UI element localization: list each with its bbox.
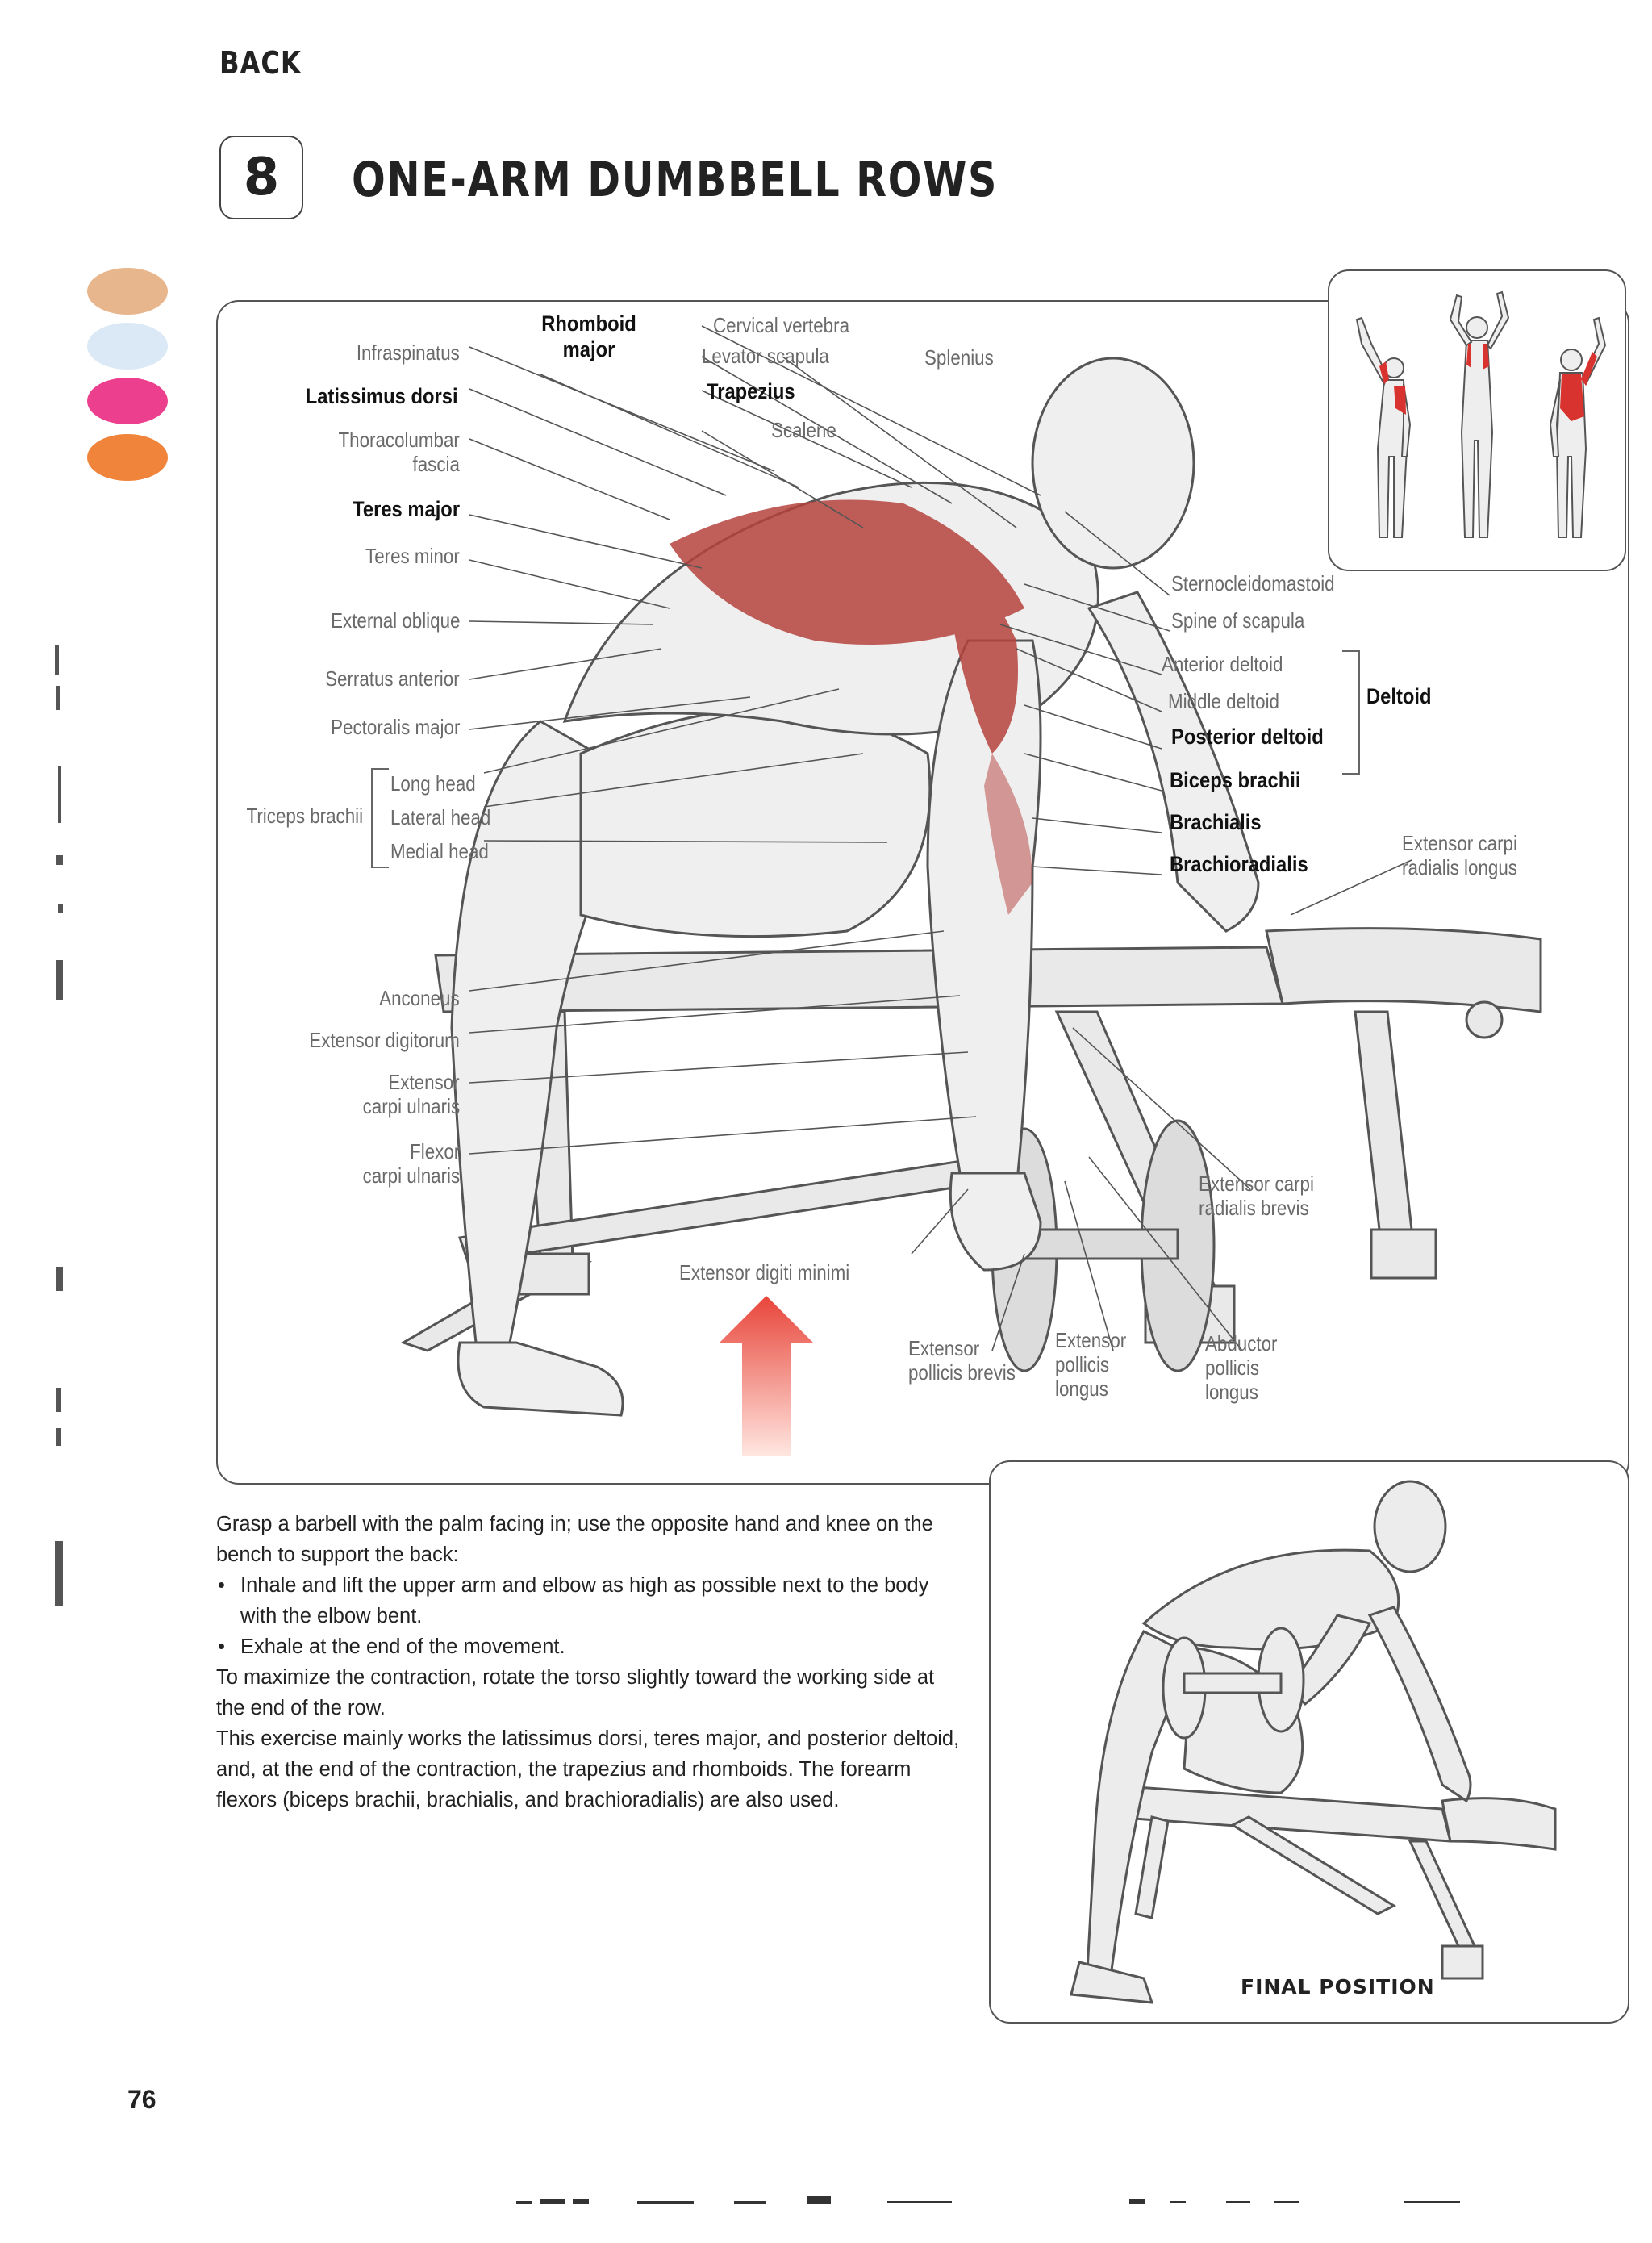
deltoid-bracket	[1342, 650, 1360, 775]
label-sternocleidomastoid: Sternocleidomastoid	[1171, 571, 1335, 595]
muscle-map-figures	[1355, 290, 1607, 538]
label-spine-of-scapula: Spine of scapula	[1171, 608, 1305, 633]
label-anconeus: Anconeus	[379, 986, 460, 1010]
label-thoracolumbar: Thoracolumbar	[338, 428, 460, 452]
section-heading: BACK	[219, 45, 302, 81]
label-abductor-pollicis-longus: Abductor	[1205, 1331, 1278, 1355]
instructions-text: Grasp a barbell with the palm facing in;…	[216, 1509, 962, 1815]
label-extensor-digitorum: Extensor digitorum	[309, 1028, 460, 1052]
label-abductor-pollicis-longus-2: pollicis	[1205, 1355, 1260, 1380]
label-anterior-deltoid: Anterior deltoid	[1162, 652, 1283, 676]
instruction-bullet-2: Exhale at the end of the movement.	[218, 1631, 962, 1662]
label-extensor-pollicis-longus: Extensor	[1055, 1328, 1127, 1352]
label-middle-deltoid: Middle deltoid	[1168, 689, 1279, 713]
label-deltoid: Deltoid	[1366, 684, 1432, 708]
label-abductor-pollicis-longus-3: longus	[1205, 1380, 1258, 1404]
page-edge-marks	[55, 645, 63, 1606]
label-rhomboid-major: major	[562, 337, 615, 361]
label-extensor-carpi-radialis-longus-2: radialis longus	[1402, 855, 1517, 879]
label-brachioradialis: Brachioradialis	[1170, 852, 1308, 876]
instructions-list: Inhale and lift the upper arm and elbow …	[216, 1570, 962, 1662]
label-lateral-head: Lateral head	[390, 805, 491, 829]
label-splenius: Splenius	[924, 345, 994, 370]
instructions-intro: Grasp a barbell with the palm facing in;…	[216, 1513, 933, 1566]
color-dot-pink	[87, 378, 168, 424]
label-long-head: Long head	[390, 771, 476, 796]
label-pectoralis-major: Pectoralis major	[330, 715, 460, 739]
label-cervical-vertebra: Cervical vertebra	[713, 313, 850, 337]
label-thoracolumbar-fascia: fascia	[412, 452, 460, 476]
final-position-caption: FINAL POSITION	[1241, 1975, 1435, 1999]
color-dot-orange	[87, 434, 168, 481]
label-extensor-pollicis-brevis: Extensor	[908, 1336, 980, 1360]
label-biceps-brachii: Biceps brachii	[1170, 768, 1301, 792]
label-triceps-brachii: Triceps brachii	[246, 804, 363, 828]
anatomy-illustration	[400, 325, 1542, 1456]
leader-lines	[469, 325, 1412, 1351]
muscle-map-thumbnail	[1328, 269, 1626, 571]
label-infraspinatus: Infraspinatus	[356, 340, 460, 365]
label-latissimus-dorsi: Latissimus dorsi	[306, 384, 458, 408]
label-rhomboid: Rhomboid	[541, 311, 636, 336]
label-flexor-carpi-ulnaris: Flexor	[409, 1139, 460, 1163]
color-dot-tan	[87, 268, 168, 315]
instruction-bullet-1: Inhale and lift the upper arm and elbow …	[218, 1570, 962, 1631]
label-posterior-deltoid: Posterior deltoid	[1171, 725, 1324, 749]
label-extensor-carpi-ulnaris-2: carpi ulnaris	[362, 1094, 460, 1118]
label-extensor-carpi-ulnaris: Extensor	[388, 1070, 460, 1094]
page-number: 76	[127, 2085, 156, 2114]
final-position-illustration	[1070, 1480, 1557, 2004]
label-extensor-pollicis-longus-3: longus	[1055, 1376, 1108, 1401]
label-serratus-anterior: Serratus anterior	[325, 666, 460, 691]
label-extensor-pollicis-brevis-2: pollicis brevis	[908, 1360, 1016, 1385]
exercise-number-badge: 8	[219, 136, 303, 219]
label-scalene: Scalene	[771, 418, 836, 442]
label-flexor-carpi-ulnaris-2: carpi ulnaris	[362, 1163, 460, 1188]
label-brachialis: Brachialis	[1170, 810, 1262, 834]
instructions-paragraph-2: To maximize the contraction, rotate the …	[216, 1666, 935, 1719]
color-dot-light-blue	[87, 323, 168, 370]
label-teres-minor: Teres minor	[365, 544, 460, 568]
label-external-oblique: External oblique	[330, 608, 460, 633]
exercise-title: ONE-ARM DUMBBELL ROWS	[352, 152, 999, 208]
instructions-paragraph-3: This exercise mainly works the latissimu…	[216, 1727, 960, 1811]
label-extensor-carpi-radialis-brevis: Extensor carpi	[1199, 1172, 1314, 1196]
highlighted-muscles	[670, 499, 1032, 915]
lift-direction-arrow	[720, 1296, 813, 1456]
label-teres-major: Teres major	[353, 497, 460, 521]
page-bottom-marks	[516, 2196, 1460, 2204]
label-levator-scapula: Levator scapula	[702, 344, 829, 368]
label-trapezius: Trapezius	[707, 379, 795, 403]
label-extensor-pollicis-longus-2: pollicis	[1055, 1352, 1110, 1376]
label-extensor-carpi-radialis-brevis-2: radialis brevis	[1199, 1196, 1309, 1220]
label-extensor-digiti-minimi: Extensor digiti minimi	[679, 1260, 850, 1284]
label-medial-head: Medial head	[390, 839, 489, 863]
triceps-bracket	[371, 768, 389, 868]
label-extensor-carpi-radialis-longus: Extensor carpi	[1402, 831, 1517, 855]
final-position-frame	[989, 1460, 1629, 2024]
